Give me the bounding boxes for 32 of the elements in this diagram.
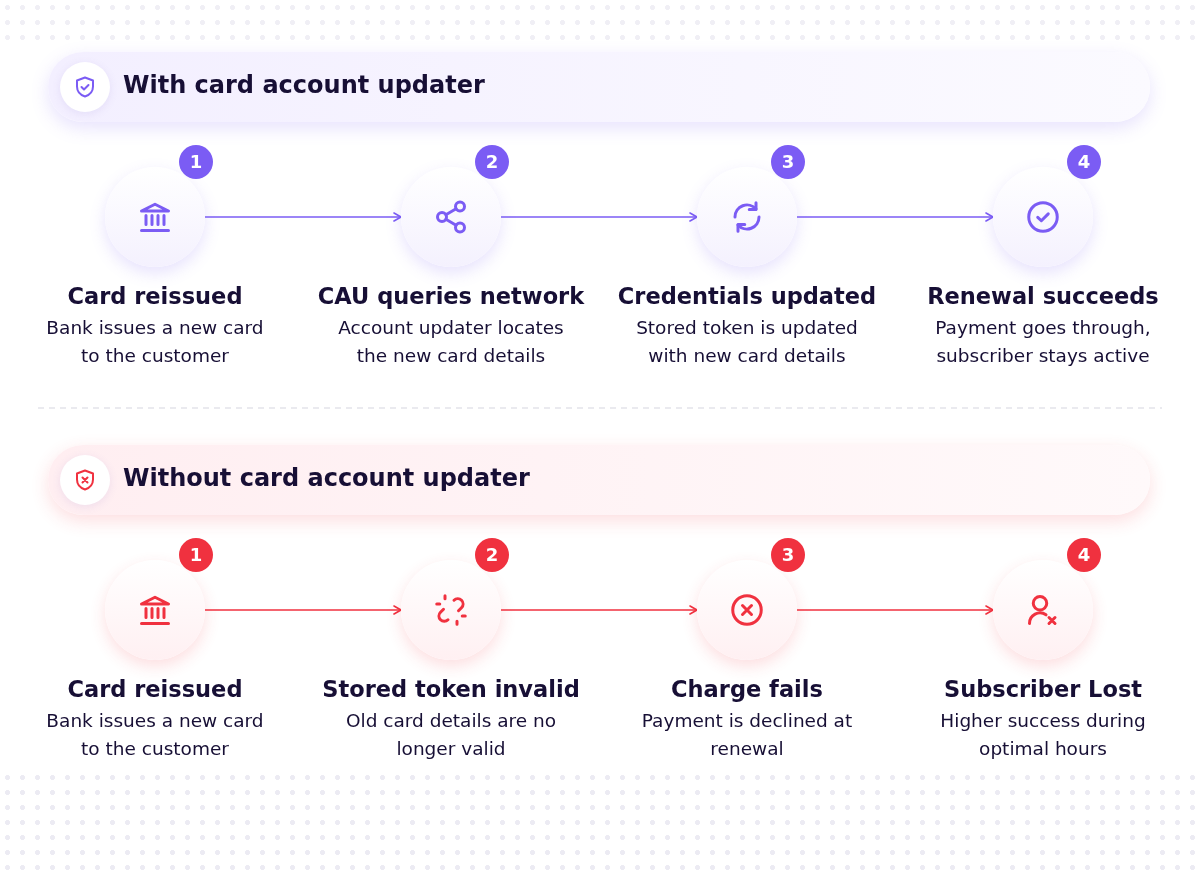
arrow: [796, 212, 994, 222]
step-description: Payment goes through, subscriber stays active: [934, 316, 1152, 368]
step-description: Higher success during optimal hours: [939, 709, 1147, 761]
arrow: [796, 605, 994, 615]
step-description: Bank issues a new card to the customer: [45, 316, 265, 368]
step-number: 4: [1067, 538, 1101, 572]
step-title: Card reissued: [66, 283, 244, 309]
step-number: 2: [475, 538, 509, 572]
step-title: Charge fails: [670, 676, 824, 702]
step-number: 3: [771, 538, 805, 572]
arrow: [500, 212, 698, 222]
step-number: 3: [771, 145, 805, 179]
arrow: [204, 605, 402, 615]
arrow: [500, 605, 698, 615]
step-description: Bank issues a new card to the customer: [45, 709, 265, 761]
step-title: Renewal succeeds: [926, 283, 1160, 309]
step-title: Subscriber Lost: [942, 676, 1144, 702]
step-description: Payment is declined at renewal: [640, 709, 854, 761]
step-number: 2: [475, 145, 509, 179]
section-title: Without card account updater: [123, 464, 530, 492]
section-title: With card account updater: [123, 71, 485, 99]
step-number: 4: [1067, 145, 1101, 179]
step-title: Credentials updated: [616, 283, 878, 309]
step-title: Card reissued: [66, 676, 244, 702]
step-title: CAU queries network: [316, 283, 586, 309]
step-title: Stored token invalid: [321, 676, 581, 702]
step-description: Old card details are no longer valid: [344, 709, 558, 761]
step-number: 1: [179, 538, 213, 572]
step-description: Account updater locates the new card details: [337, 316, 565, 368]
step-description: Stored token is updated with new card details: [635, 316, 859, 368]
arrow: [204, 212, 402, 222]
step-number: 1: [179, 145, 213, 179]
